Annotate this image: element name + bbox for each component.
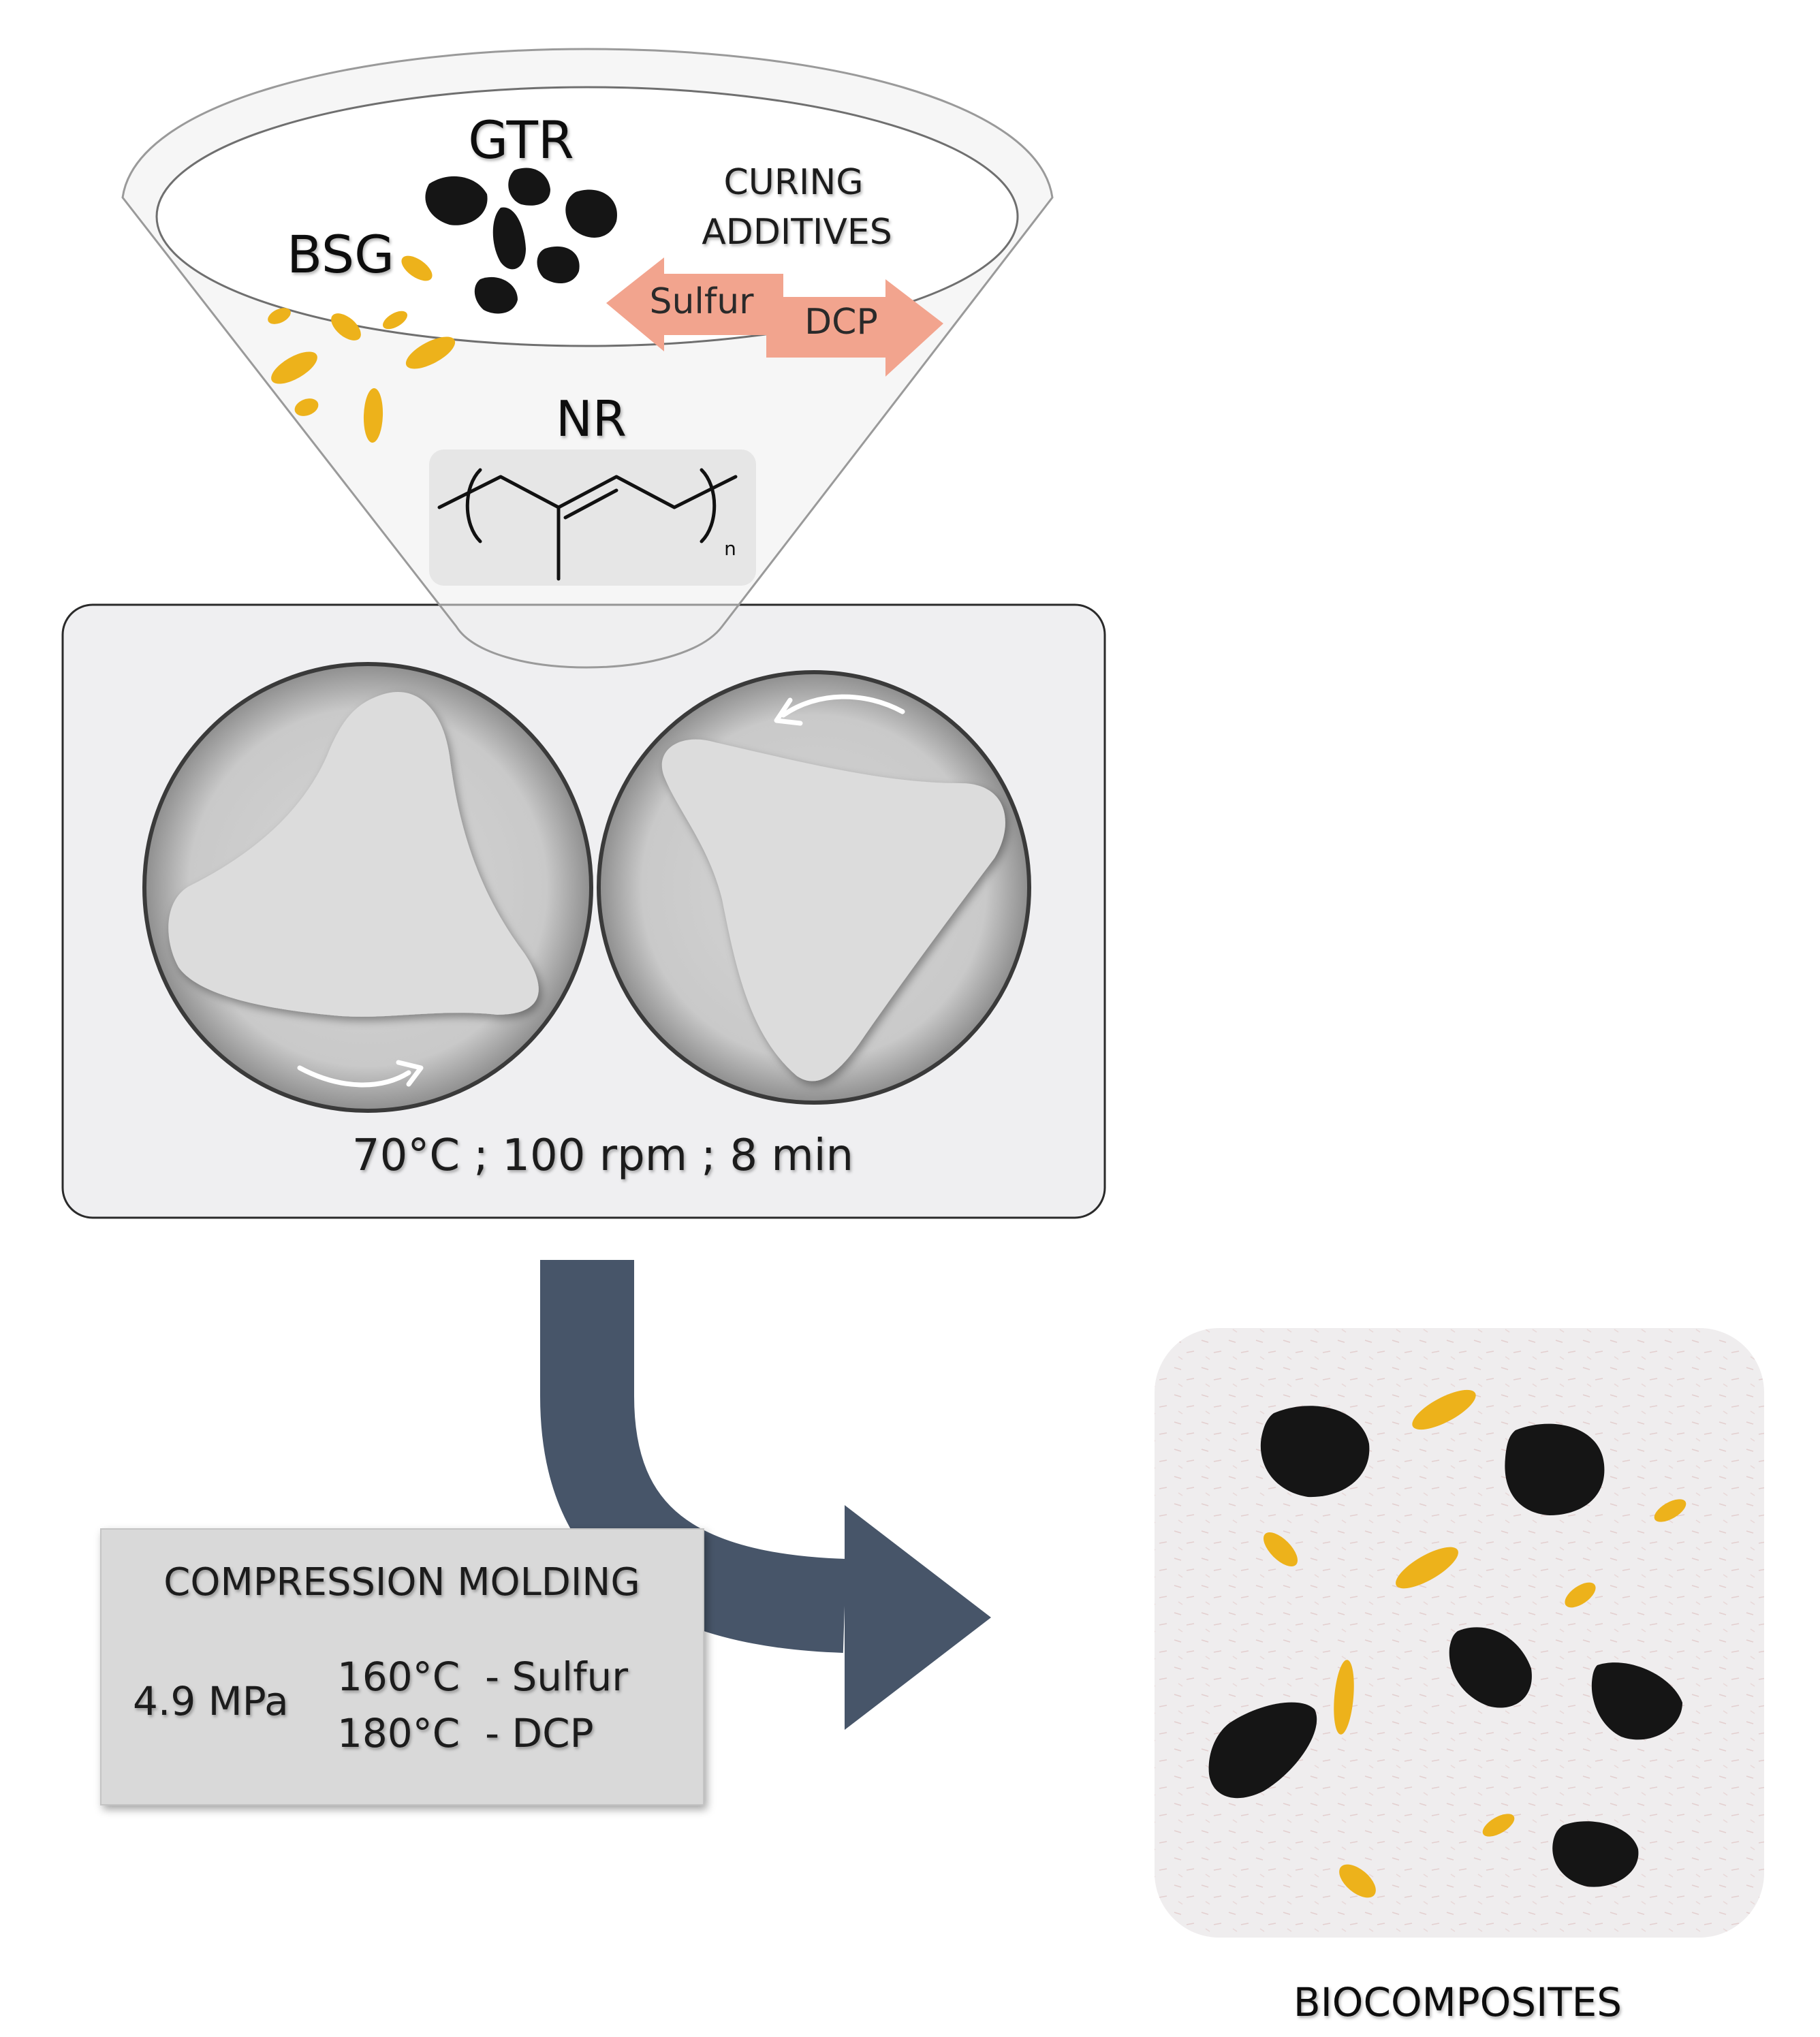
gtr-particle xyxy=(537,246,580,284)
bsg-grain xyxy=(1264,1532,1298,1566)
gtr-label: GTR xyxy=(468,110,574,170)
bsg-grain xyxy=(401,255,433,281)
bsg-grain xyxy=(294,398,319,416)
nr-label: NR xyxy=(556,390,627,447)
left-rotation-arrow xyxy=(297,1065,411,1088)
molding-sulfur-condition: 160°C - Sulfur xyxy=(337,1654,628,1700)
bsg-grain xyxy=(331,313,361,341)
right-rotor xyxy=(597,670,1031,1105)
nr-left-bracket xyxy=(465,468,482,543)
nr-chain xyxy=(437,475,738,509)
bsg-grain xyxy=(268,308,291,324)
left-rotor-blade xyxy=(168,691,539,1017)
sulfur-arrow xyxy=(606,257,783,351)
left-rotor xyxy=(142,662,593,1113)
curing-label-line1: CURING xyxy=(723,162,863,203)
nr-right-bracket xyxy=(700,468,717,543)
gtr-particle xyxy=(1260,1406,1370,1498)
flow-arrow-head xyxy=(845,1505,991,1730)
gtr-particle xyxy=(508,168,550,206)
gtr-particle xyxy=(1505,1423,1605,1515)
nr-double-bond xyxy=(563,488,618,520)
right-rotor-blade xyxy=(661,739,1005,1081)
gtr-particle xyxy=(474,277,518,314)
dcp-label: DCP xyxy=(804,302,878,343)
molding-title: COMPRESSION MOLDING xyxy=(163,1560,640,1605)
bsg-grain xyxy=(1654,1499,1686,1522)
biocomposites-label: BIOCOMPOSITES xyxy=(1293,1979,1622,2025)
bsg-grain xyxy=(363,388,383,443)
gtr-particles xyxy=(425,168,617,314)
bsg-grains xyxy=(268,255,456,443)
bsg-grain xyxy=(271,351,317,384)
curing-additives-arrows: Sulfur DCP xyxy=(606,257,943,377)
bsg-grain xyxy=(1339,1864,1376,1898)
right-rotation-arrow xyxy=(781,694,905,718)
nr-subscript: n xyxy=(724,537,736,560)
bsg-grain xyxy=(1565,1582,1596,1608)
nr-structure: n xyxy=(429,449,756,586)
molding-dcp-condition: 180°C - DCP xyxy=(337,1710,594,1756)
gtr-particle xyxy=(565,189,617,238)
mixer-conditions: 70°C ; 100 rpm ; 8 min xyxy=(352,1131,853,1181)
bsg-grain xyxy=(382,311,408,330)
gtr-particle xyxy=(1449,1627,1532,1708)
curing-label-line2: ADDITIVES xyxy=(702,212,892,253)
biocomposite-gtr-particles xyxy=(1208,1406,1682,1887)
gtr-particle xyxy=(425,176,488,225)
mixer-chamber: 70°C ; 100 rpm ; 8 min xyxy=(61,603,1106,1219)
biocomposite-bsg-grains xyxy=(1264,1389,1686,1898)
bsg-grain xyxy=(1396,1547,1458,1589)
sulfur-label: Sulfur xyxy=(649,281,754,322)
gtr-particle xyxy=(1552,1821,1639,1887)
bsg-grain xyxy=(1334,1660,1354,1735)
compression-molding-panel: COMPRESSION MOLDING 4.9 MPa 160°C - Sulf… xyxy=(100,1528,704,1805)
biocomposite-sample: BIOCOMPOSITES xyxy=(1155,1328,1764,2025)
gtr-particle xyxy=(1591,1662,1682,1740)
bsg-grain xyxy=(1412,1389,1476,1430)
dcp-arrow xyxy=(766,279,943,377)
bsg-grain xyxy=(1482,1814,1515,1837)
hopper: GTR BSG CURING ADDITIVES Sulfur DCP NR xyxy=(121,48,1054,669)
bsg-label: BSG xyxy=(287,224,394,285)
gtr-particle xyxy=(492,207,526,270)
bsg-grain xyxy=(405,336,456,369)
molding-pressure: 4.9 MPa xyxy=(133,1678,289,1724)
gtr-particle xyxy=(1208,1702,1317,1799)
